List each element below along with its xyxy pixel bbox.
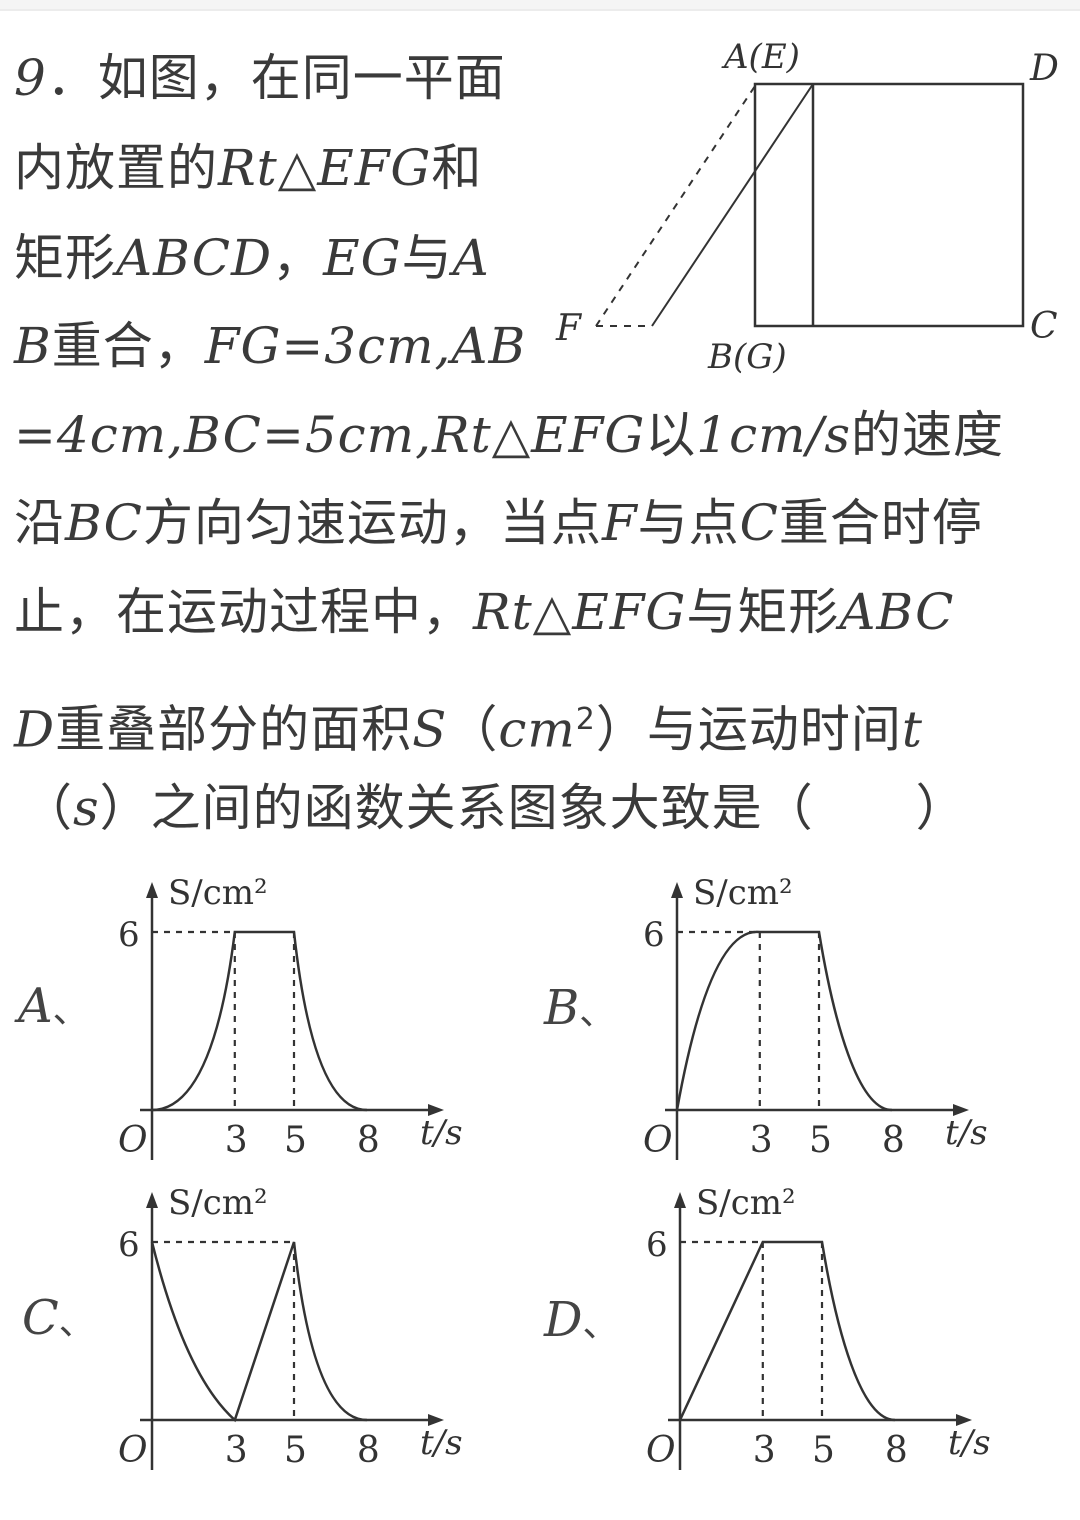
question-line: 9．如图，在同一平面 xyxy=(14,49,506,107)
origin-label: O xyxy=(118,1120,148,1161)
x-axis-arrow-icon xyxy=(428,1414,444,1426)
top-bar xyxy=(0,0,1080,11)
function-curve xyxy=(150,1241,367,1423)
question-line: 内放置的Rt△EFG和 xyxy=(14,139,483,197)
y-tick-6: 6 xyxy=(118,1225,140,1265)
label-d: D xyxy=(1029,48,1059,89)
origin-label: O xyxy=(643,1120,673,1161)
origin-label: O xyxy=(646,1430,676,1471)
x-tick-5: 5 xyxy=(284,1120,307,1161)
function-curve xyxy=(678,1240,896,1422)
x-tick-8: 8 xyxy=(357,1120,380,1161)
question-line: D重叠部分的面积S（cm2）与运动时间t xyxy=(14,700,923,759)
x-tick-8: 8 xyxy=(885,1430,908,1471)
y-axis-label: S/cm² xyxy=(693,873,793,913)
x-tick-3: 3 xyxy=(225,1120,248,1161)
y-axis-label: S/cm² xyxy=(168,873,268,913)
function-curve xyxy=(675,930,893,1112)
x-axis-label: t/s xyxy=(948,1423,991,1463)
x-axis-label: t/s xyxy=(420,1423,463,1463)
y-tick-6: 6 xyxy=(643,915,665,955)
y-axis-label: S/cm² xyxy=(168,1183,268,1223)
y-axis-arrow-icon xyxy=(146,1192,158,1208)
x-axis-arrow-icon xyxy=(428,1104,444,1116)
option-c-label[interactable]: C、 xyxy=(22,1290,95,1346)
x-tick-3: 3 xyxy=(750,1120,773,1161)
x-axis-label: t/s xyxy=(945,1113,988,1153)
question-line: 止，在运动过程中，Rt△EFG与矩形ABC xyxy=(14,583,955,641)
x-tick-5: 5 xyxy=(812,1430,835,1471)
question-line: 矩形ABCD，EG与A xyxy=(14,229,490,287)
x-tick-5: 5 xyxy=(284,1430,307,1471)
question-line: =4cm,BC=5cm,Rt△EFG以1cm/s的速度 xyxy=(14,406,1005,464)
option-d-label[interactable]: D、 xyxy=(544,1292,619,1348)
x-tick-5: 5 xyxy=(809,1120,832,1161)
x-axis-arrow-icon xyxy=(956,1414,972,1426)
x-tick-8: 8 xyxy=(357,1430,380,1471)
question-line: 沿BC方向匀速运动，当点F与点C重合时停 xyxy=(14,494,983,552)
label-c: C xyxy=(1030,306,1058,347)
y-axis-arrow-icon xyxy=(146,882,158,898)
option-b-label[interactable]: B、 xyxy=(544,980,616,1036)
label-a-e: A(E) xyxy=(721,37,800,77)
x-tick-3: 3 xyxy=(753,1430,776,1471)
option-a-label[interactable]: A、 xyxy=(18,978,89,1034)
x-tick-8: 8 xyxy=(882,1120,905,1161)
x-axis-arrow-icon xyxy=(953,1104,969,1116)
y-tick-6: 6 xyxy=(646,1225,668,1265)
y-axis-arrow-icon xyxy=(671,882,683,898)
x-axis-label: t/s xyxy=(420,1113,463,1153)
x-tick-3: 3 xyxy=(225,1430,248,1471)
function-curve xyxy=(151,930,367,1112)
label-f: F xyxy=(555,308,583,349)
geometry-figure: A(E) D C F B(G) xyxy=(555,37,1059,377)
y-tick-6: 6 xyxy=(118,915,140,955)
y-axis-arrow-icon xyxy=(674,1192,686,1208)
origin-label: O xyxy=(118,1430,148,1471)
y-axis-label: S/cm² xyxy=(696,1183,796,1223)
label-b-g: B(G) xyxy=(707,337,787,377)
question-line: （s）之间的函数关系图象大致是（ ） xyxy=(22,779,967,837)
question-line: B重合，FG=3cm,AB xyxy=(14,317,527,375)
